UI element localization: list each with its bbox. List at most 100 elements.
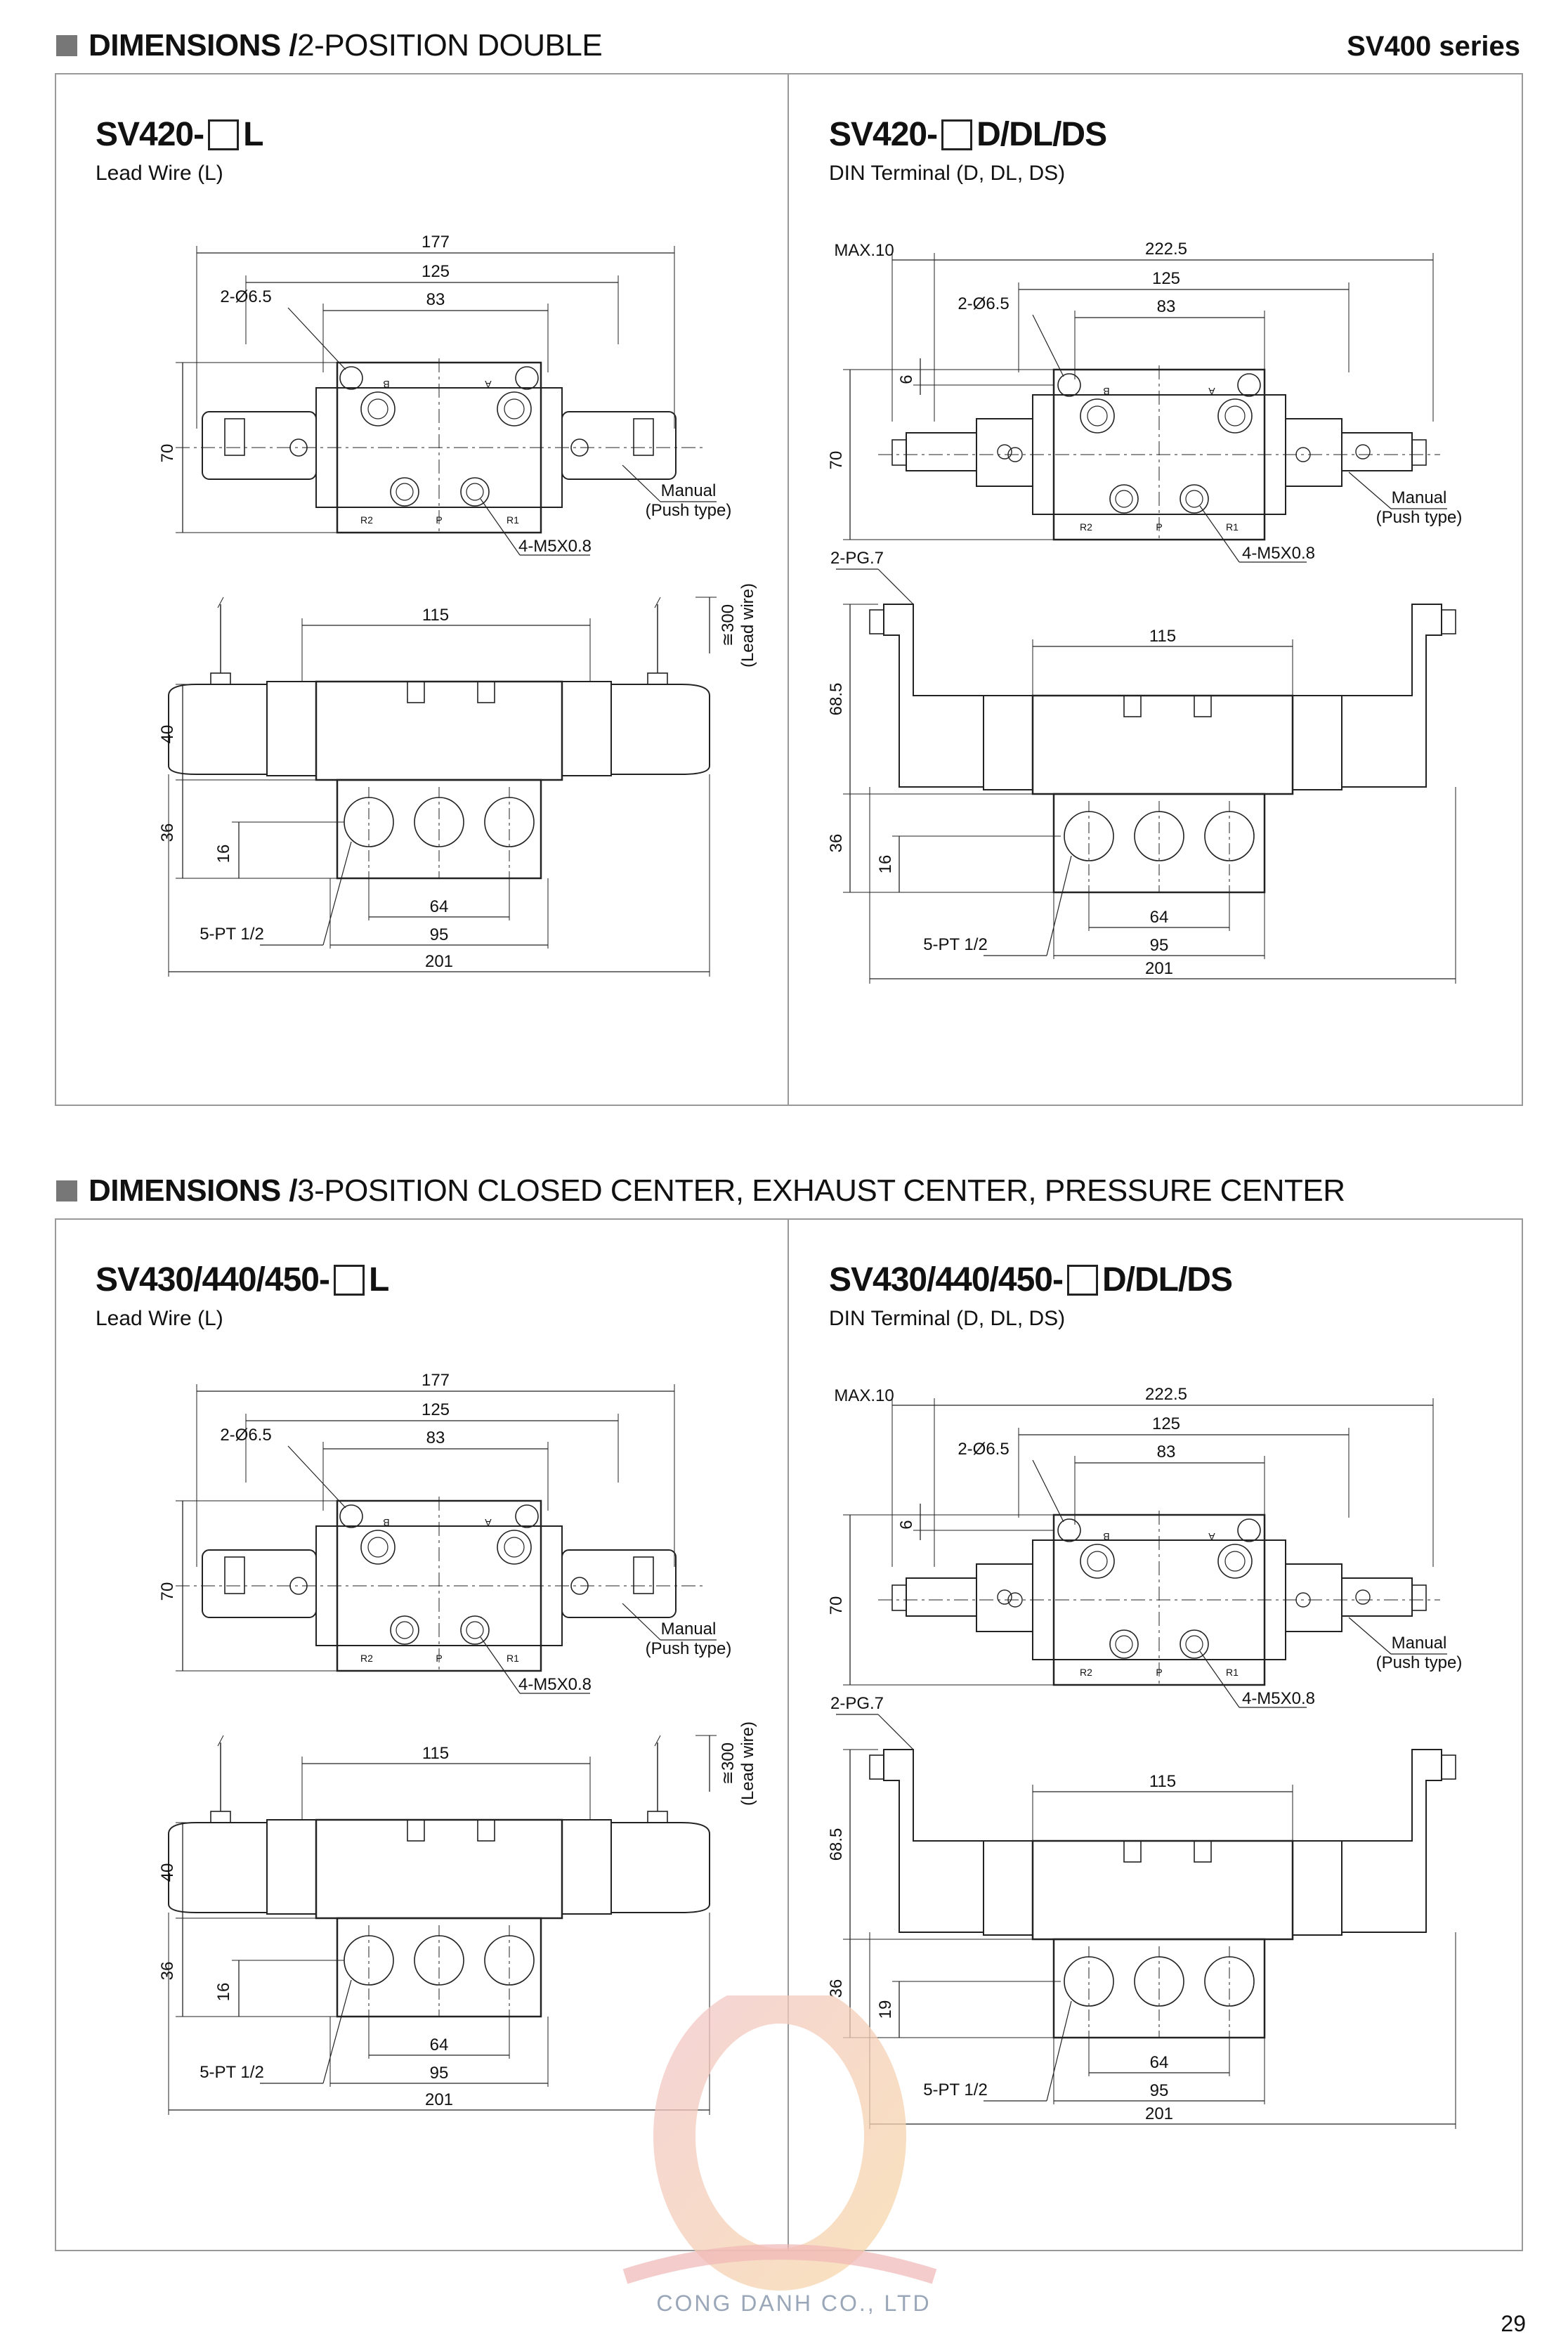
- model-title-p4: SV430/440/450-D/DL/DS: [829, 1261, 1233, 1298]
- port-a: A: [1208, 386, 1215, 397]
- panel-divider: [788, 74, 789, 1105]
- manual-sub-label: (Push type): [646, 501, 732, 520]
- dim-125: 125: [422, 1400, 450, 1419]
- dim-port-height: 16: [876, 855, 895, 874]
- port-a: A: [485, 379, 492, 390]
- pg-label: 2-PG.7: [830, 549, 884, 568]
- manual-label: Manual: [661, 1620, 717, 1639]
- dim-201: 201: [425, 952, 453, 971]
- ports-label: 5-PT 1/2: [200, 2063, 264, 2082]
- subtitle-p4: DIN Terminal (D, DL, DS): [829, 1307, 1066, 1330]
- dim-holes: 2-Ø6.5: [958, 294, 1009, 313]
- section-title-text: 3-POSITION CLOSED CENTER, EXHAUST CENTER…: [297, 1173, 1345, 1208]
- option-box: [1066, 1264, 1098, 1296]
- port-r2: R2: [1080, 1667, 1092, 1678]
- wire-label: (Lead wire): [738, 583, 757, 667]
- section-title-bold: DIMENSIONS /: [89, 1173, 298, 1208]
- company-logo-icon: [622, 1995, 937, 2291]
- dim-222-5: 222.5: [1145, 1385, 1187, 1404]
- dim-115: 115: [1149, 627, 1176, 646]
- dim-64: 64: [1150, 908, 1169, 927]
- dim-68-5: 68.5: [827, 1828, 846, 1861]
- series-label: SV400 series: [1347, 31, 1520, 62]
- dim-40: 40: [158, 1863, 177, 1882]
- dim-70: 70: [827, 1596, 846, 1615]
- dim-64: 64: [1150, 2053, 1169, 2072]
- ports-label: 5-PT 1/2: [200, 925, 264, 944]
- port-r1: R1: [507, 1653, 519, 1664]
- model-title-p2: SV420-D/DL/DS: [829, 116, 1107, 153]
- subtitle-p3: Lead Wire (L): [96, 1307, 223, 1330]
- port-r1: R1: [1226, 1667, 1239, 1678]
- section-title-text: 2-POSITION DOUBLE: [297, 28, 603, 63]
- din-terminal-drawing: MAX.10 222.5 125 83 2-Ø6.5 6 70 Manual (…: [827, 240, 1463, 984]
- lead-wire-drawing: 177 125 83 2-Ø6.5 70 Manual (Push type) …: [158, 233, 757, 977]
- dim-95: 95: [1150, 2081, 1169, 2100]
- manual-label: Manual: [1392, 488, 1447, 507]
- port-p: P: [436, 1653, 442, 1664]
- port-r2: R2: [360, 514, 373, 526]
- port-p: P: [436, 514, 442, 526]
- dim-port-height: 19: [876, 2000, 895, 2019]
- dim-68-5: 68.5: [827, 683, 846, 716]
- dim-83: 83: [426, 1428, 445, 1447]
- dim-36: 36: [158, 823, 177, 842]
- dim-177: 177: [422, 1371, 450, 1390]
- port-r1: R1: [507, 514, 519, 526]
- port-r2: R2: [1080, 521, 1092, 533]
- thread-label: 4-M5X0.8: [518, 537, 592, 556]
- dim-222-5: 222.5: [1145, 240, 1187, 259]
- dim-115: 115: [1149, 1772, 1176, 1791]
- section-square-icon: [56, 35, 77, 56]
- dim-83: 83: [1157, 297, 1176, 316]
- dim-177: 177: [422, 233, 450, 252]
- panel-2-position: [55, 73, 1523, 1106]
- manual-sub-label: (Push type): [1376, 508, 1463, 527]
- subtitle-p1: Lead Wire (L): [96, 162, 223, 185]
- section-header-1: DIMENSIONS /2-POSITION DOUBLE: [56, 28, 603, 63]
- section-title-bold: DIMENSIONS /: [89, 28, 298, 63]
- manual-label: Manual: [661, 481, 717, 500]
- port-r1: R1: [1226, 521, 1239, 533]
- dim-125: 125: [1152, 1414, 1180, 1433]
- dim-95: 95: [430, 925, 449, 944]
- dim-201: 201: [1145, 959, 1173, 978]
- dim-95: 95: [430, 2064, 449, 2083]
- dim-83: 83: [426, 290, 445, 309]
- port-b: B: [1103, 386, 1109, 397]
- dim-holes: 2-Ø6.5: [958, 1440, 1009, 1459]
- din-terminal-drawing: MAX.10 222.5 125 83 2-Ø6.5 6 70 Manual (…: [827, 1385, 1462, 2129]
- dim-95: 95: [1150, 936, 1169, 955]
- dim-201: 201: [425, 2090, 453, 2109]
- ports-label: 5-PT 1/2: [923, 2080, 988, 2099]
- dim-40: 40: [158, 725, 177, 744]
- model-title-p1: SV420-L: [96, 116, 263, 153]
- port-r2: R2: [360, 1653, 373, 1664]
- dim-70: 70: [158, 444, 177, 463]
- section-header-2: DIMENSIONS /3-POSITION CLOSED CENTER, EX…: [56, 1173, 1345, 1209]
- thread-label: 4-M5X0.8: [1242, 1689, 1315, 1708]
- page-number: 29: [1501, 2311, 1526, 2336]
- port-a: A: [485, 1517, 492, 1528]
- dim-83: 83: [1157, 1442, 1176, 1461]
- dim-36: 36: [827, 1979, 846, 1998]
- dim-16: 16: [214, 845, 233, 864]
- thread-label: 4-M5X0.8: [1242, 544, 1315, 563]
- dim-125: 125: [422, 262, 450, 281]
- wire-label: (Lead wire): [738, 1721, 757, 1806]
- dim-6: 6: [897, 1520, 916, 1529]
- dim-125: 125: [1152, 269, 1180, 288]
- option-box: [941, 119, 973, 150]
- dim-115: 115: [422, 606, 449, 625]
- manual-sub-label: (Push type): [646, 1639, 732, 1658]
- port-b: B: [1103, 1531, 1109, 1542]
- panel-divider: [788, 1220, 789, 2250]
- dim-max: MAX.10: [834, 241, 894, 260]
- port-b: B: [383, 379, 389, 390]
- option-box: [208, 119, 240, 150]
- ports-label: 5-PT 1/2: [923, 935, 988, 954]
- dim-holes: 2-Ø6.5: [220, 287, 271, 306]
- port-a: A: [1208, 1531, 1215, 1542]
- dim-max: MAX.10: [834, 1386, 894, 1405]
- port-p: P: [1156, 1667, 1162, 1678]
